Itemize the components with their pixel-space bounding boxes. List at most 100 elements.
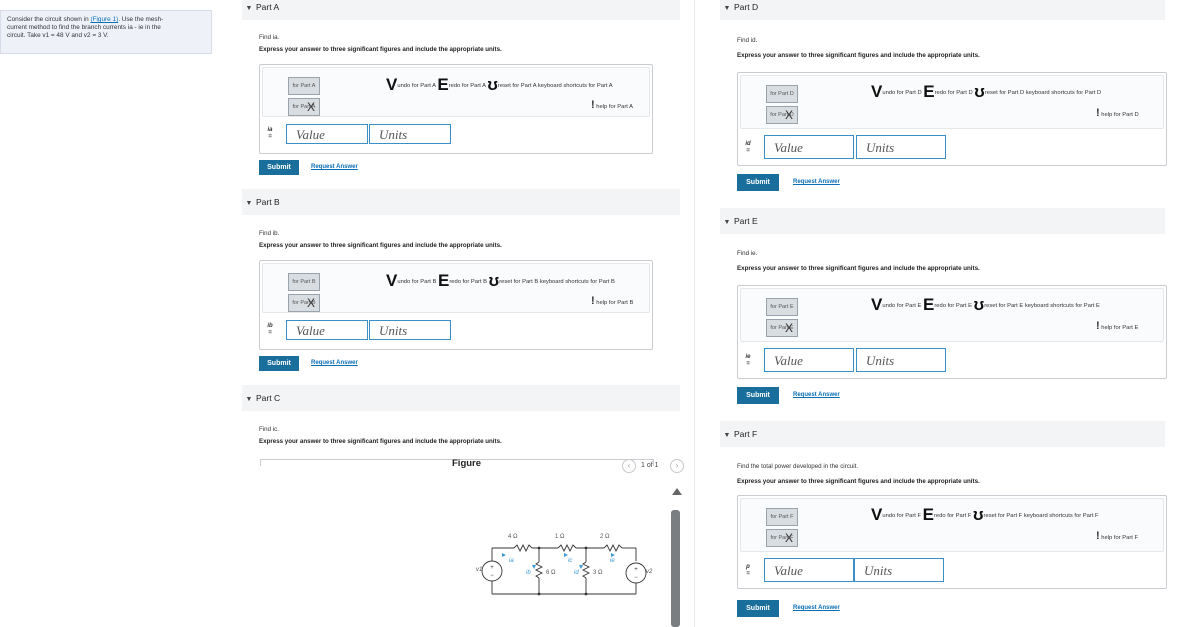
redo-icon[interactable]: E [922, 505, 934, 524]
help-link[interactable]: ! help for Part D [1096, 107, 1139, 119]
next-figure-icon[interactable]: › [670, 459, 684, 473]
request-answer-link[interactable]: Request Answer [311, 164, 358, 170]
keyboard-shortcuts-link[interactable]: keyboard shortcuts for Part B [539, 279, 615, 285]
keyboard-shortcuts-link[interactable]: keyboard shortcuts for Part F [1023, 513, 1099, 519]
part-e-find: Find ie. [737, 250, 758, 257]
undo-icon[interactable]: V [386, 271, 398, 290]
part-e-toolbar: Vundo for Part E Eredo for Part E ʊreset… [871, 295, 1100, 314]
resistor-3ohm-label: 3 Ω [593, 570, 603, 576]
units-input[interactable]: Units [856, 135, 946, 159]
request-answer-link[interactable]: Request Answer [793, 605, 840, 611]
help-link[interactable]: ! help for Part E [1096, 320, 1139, 332]
templates-button[interactable]: for Part D [766, 85, 798, 103]
request-answer-link[interactable]: Request Answer [793, 179, 840, 185]
units-input[interactable]: Units [854, 558, 944, 582]
value-input[interactable]: Value [764, 558, 854, 582]
part-b-toolbar: Vundo for Part B Eredo for Part B ʊreset… [386, 271, 615, 290]
submit-button[interactable]: Submit [737, 600, 779, 617]
svg-text:+: + [490, 565, 494, 571]
submit-button[interactable]: Submit [259, 160, 299, 175]
current-ib-label: ib [526, 570, 531, 576]
templates-button[interactable]: for Part E [766, 298, 798, 316]
undo-icon[interactable]: V [386, 75, 398, 94]
units-input[interactable]: Units [856, 348, 946, 372]
request-answer-link[interactable]: Request Answer [311, 360, 358, 366]
part-d-header[interactable]: ▼Part D [720, 0, 1165, 20]
undo-icon[interactable]: V [871, 295, 883, 314]
templates-button[interactable]: for Part B [288, 273, 320, 291]
redo-icon[interactable]: E [923, 82, 935, 101]
help-icon: ! [591, 295, 595, 307]
scroll-up-icon[interactable] [672, 488, 682, 495]
part-b-header[interactable]: ▼Part B [242, 189, 680, 215]
reset-icon[interactable]: ʊ [972, 505, 984, 524]
figure-link[interactable]: (Figure 1) [90, 16, 119, 23]
reset-icon[interactable]: ʊ [488, 271, 500, 290]
svg-text:+: + [634, 567, 638, 573]
variable-label: ia= [267, 127, 273, 140]
submit-button[interactable]: Submit [259, 356, 299, 371]
part-a-find: Find ia. [259, 34, 280, 41]
reset-icon[interactable]: ʊ [487, 75, 498, 94]
part-d-express: Express your answer to three significant… [737, 52, 980, 59]
help-icon: ! [1096, 530, 1100, 542]
units-input[interactable]: Units [369, 320, 451, 340]
redo-icon[interactable]: E [437, 75, 449, 94]
redo-icon[interactable]: E [922, 295, 935, 314]
part-d-find: Find id. [737, 37, 758, 44]
value-input[interactable]: Value [286, 124, 368, 144]
part-a-header[interactable]: ▼Part A [242, 0, 680, 20]
caret-down-icon: ▼ [245, 396, 253, 403]
reset-icon[interactable]: ʊ [973, 295, 985, 314]
figure-title: Figure [452, 458, 482, 469]
help-icon: ! [591, 99, 595, 111]
keyboard-shortcuts-link[interactable]: keyboard shortcuts for Part E [1024, 303, 1100, 309]
figure-panel: Figure ‹ 1 of 1 › [250, 458, 688, 627]
value-input[interactable]: Value [286, 320, 368, 340]
keyboard-shortcuts-link[interactable]: keyboard shortcuts for Part A [537, 83, 613, 89]
keyboard-shortcuts-link[interactable]: keyboard shortcuts for Part D [1025, 90, 1102, 96]
help-icon: ! [1096, 107, 1100, 119]
submit-button[interactable]: Submit [737, 387, 779, 404]
undo-icon[interactable]: V [871, 505, 883, 524]
templates-button[interactable]: for Part F [766, 508, 798, 526]
variable-label: id= [745, 141, 751, 154]
figure-scrollbar[interactable] [671, 510, 680, 627]
problem-statement: Consider the circuit shown in (Figure 1)… [0, 10, 212, 54]
svg-text:−: − [490, 573, 494, 579]
request-answer-link[interactable]: Request Answer [793, 392, 840, 398]
help-link[interactable]: ! help for Part F [1096, 530, 1139, 542]
resistor-2ohm-label: 2 Ω [600, 534, 610, 540]
value-input[interactable]: Value [764, 348, 854, 372]
current-ia-label: ia [509, 558, 514, 564]
part-c-header[interactable]: ▼Part C [242, 385, 680, 411]
part-e-header[interactable]: ▼Part E [720, 208, 1165, 234]
templates-button[interactable]: for Part A [288, 77, 320, 95]
caret-down-icon: ▼ [245, 5, 253, 12]
reset-icon[interactable]: ʊ [974, 82, 985, 101]
value-input[interactable]: Value [764, 135, 854, 159]
redo-icon[interactable]: E [437, 271, 450, 290]
caret-down-icon: ▼ [723, 432, 731, 439]
current-ic-label: ic [568, 558, 573, 564]
source-v2-label: v2 [646, 569, 653, 575]
circuit-diagram: + − + − [481, 543, 647, 596]
prev-figure-icon[interactable]: ‹ [622, 459, 636, 473]
help-link[interactable]: ! help for Part A [591, 99, 634, 111]
units-input[interactable]: Units [369, 124, 451, 144]
undo-icon[interactable]: V [871, 82, 883, 101]
submit-button[interactable]: Submit [737, 174, 779, 191]
caret-down-icon: ▼ [723, 5, 731, 12]
part-f-header[interactable]: ▼Part F [720, 421, 1165, 447]
column-divider [694, 0, 695, 627]
help-link[interactable]: ! help for Part B [591, 295, 634, 307]
variable-label: ie= [745, 354, 751, 367]
